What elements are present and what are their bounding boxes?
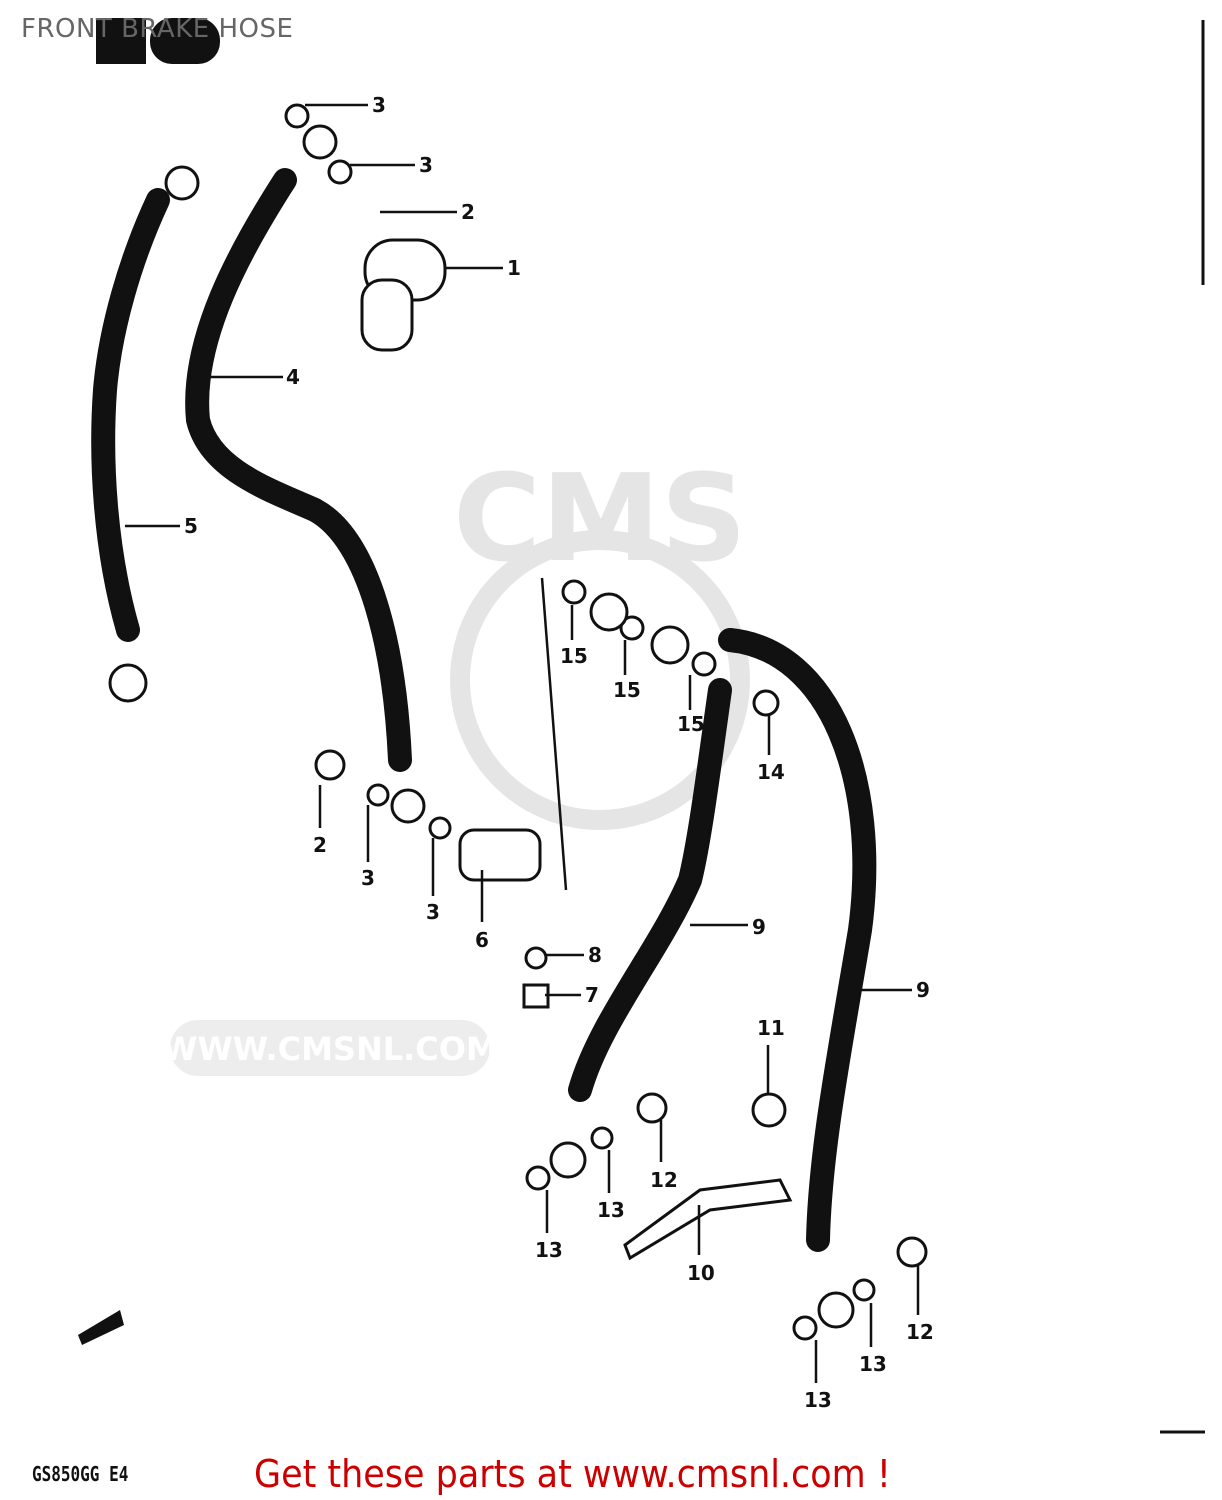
callout: 13 <box>859 1352 887 1376</box>
hose-clamp-10 <box>623 1178 793 1261</box>
brake-hose-9-left <box>549 678 732 1179</box>
brake-hose-5 <box>91 165 200 703</box>
union-fitting-1 <box>360 238 447 352</box>
callout: 15 <box>677 712 705 736</box>
callout: 10 <box>687 1261 715 1285</box>
callout: 13 <box>597 1198 625 1222</box>
callout: 9 <box>916 978 930 1002</box>
section-mark-logo <box>96 18 220 64</box>
callout: 2 <box>313 833 327 857</box>
watermark-cms: CMS <box>453 450 747 589</box>
callout: 2 <box>461 200 475 224</box>
callout: 15 <box>613 678 641 702</box>
washers-and-bolts <box>284 103 928 1341</box>
callout: 8 <box>588 943 602 967</box>
watermark-logo: CMS WWW.CMSNL.COM <box>162 450 750 1076</box>
three-way-joint-6 <box>458 828 542 882</box>
callout: 14 <box>757 760 785 784</box>
callout: 3 <box>372 93 386 117</box>
brake-hose-4 <box>185 124 426 824</box>
callout: 3 <box>361 866 375 890</box>
callout: 1 <box>507 256 521 280</box>
callout: 3 <box>419 153 433 177</box>
callout: 12 <box>906 1320 934 1344</box>
callout: 7 <box>585 983 599 1007</box>
leader-lines <box>125 103 920 1383</box>
callout-labels: 3 3 2 1 4 5 15 15 15 14 2 3 3 6 8 7 9 9 … <box>184 93 934 1412</box>
brake-hose-9-right <box>718 628 877 1329</box>
callout: 9 <box>752 915 766 939</box>
callout: 4 <box>286 365 300 389</box>
callout: 15 <box>560 644 588 668</box>
callout: 3 <box>426 900 440 924</box>
watermark-url: WWW.CMSNL.COM <box>162 1030 498 1068</box>
callout: 13 <box>804 1388 832 1412</box>
front-direction-arrow-icon <box>78 1310 124 1345</box>
callout: 5 <box>184 514 198 538</box>
page-title: FRONT BRAKE HOSE <box>21 14 294 44</box>
model-code: GS850GG E4 <box>32 1462 129 1486</box>
callout: 12 <box>650 1168 678 1192</box>
promo-link[interactable]: Get these parts at www.cmsnl.com ! <box>254 1452 891 1496</box>
callout: 13 <box>535 1238 563 1262</box>
callout: 11 <box>757 1016 785 1040</box>
callout: 6 <box>475 928 489 952</box>
